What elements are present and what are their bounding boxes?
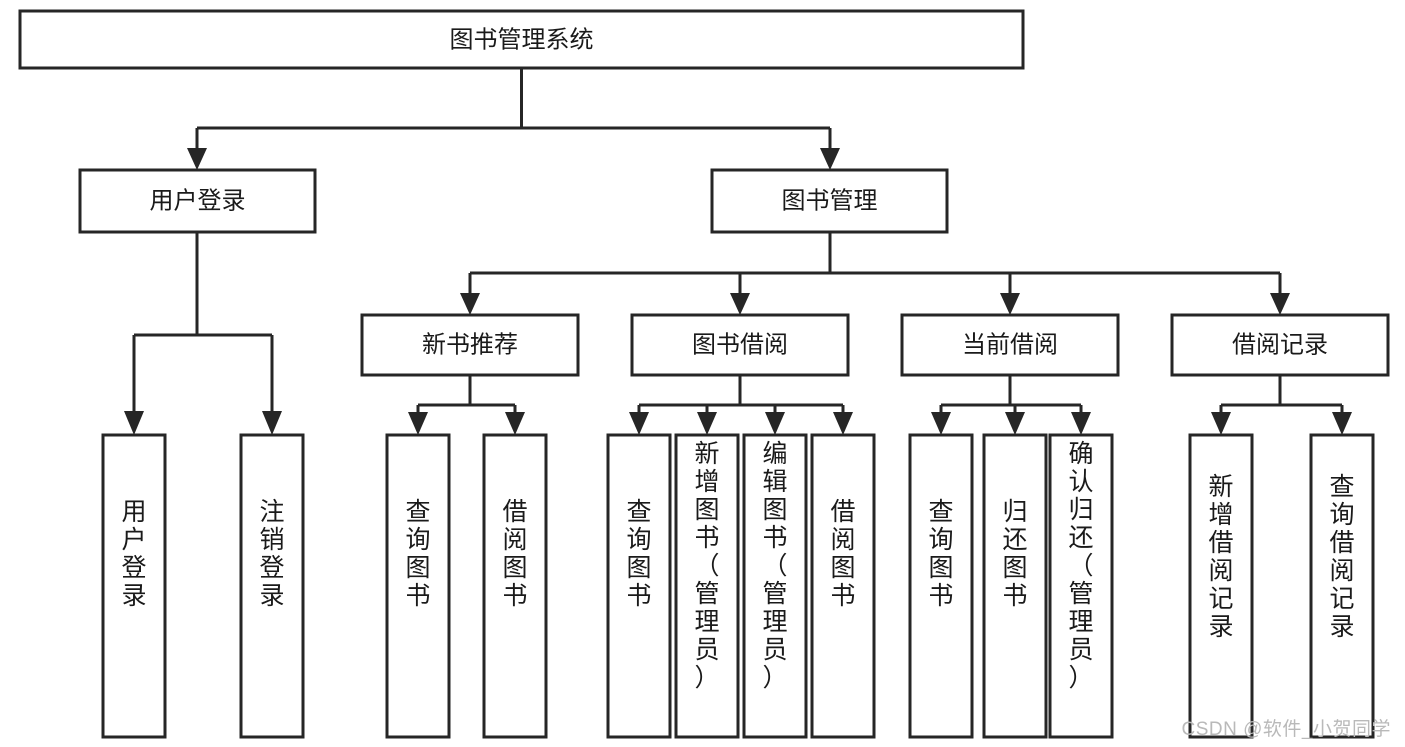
node-leaf-return-book[interactable]: 归还图书 xyxy=(982,433,1048,739)
node-book-manage-label: 图书管理 xyxy=(782,187,878,214)
node-book-borrow-box[interactable] xyxy=(630,313,850,377)
arrowhead-leaf-query-book-recommend xyxy=(408,412,428,435)
arrowhead-user-login xyxy=(187,148,207,170)
node-leaf-confirm-return-admin-box[interactable] xyxy=(1048,433,1114,739)
node-leaf-query-book-borrow-label: 查询图书 xyxy=(626,498,651,610)
node-leaf-user-login[interactable]: 用户登录 xyxy=(101,433,167,739)
arrowhead-book-borrow xyxy=(730,293,750,315)
node-leaf-query-book-recommend[interactable]: 查询图书 xyxy=(385,433,451,739)
arrowhead-leaf-borrow-book xyxy=(833,412,853,435)
node-leaf-edit-book-admin-box[interactable] xyxy=(742,433,808,739)
node-leaf-borrow-book[interactable]: 借阅图书 xyxy=(810,433,876,739)
arrowhead-current-borrow xyxy=(1000,293,1020,315)
arrowhead-leaf-query-book-borrow xyxy=(629,412,649,435)
node-leaf-borrow-book-label: 借阅图书 xyxy=(830,498,855,610)
node-new-book-recommend-label: 新书推荐 xyxy=(422,331,518,358)
arrowhead-leaf-logout-login xyxy=(262,411,282,435)
node-leaf-logout-login[interactable]: 注销登录 xyxy=(239,433,305,739)
node-borrow-record[interactable]: 借阅记录 xyxy=(1170,313,1390,377)
arrowhead-borrow-record xyxy=(1270,293,1290,315)
node-book-manage-box[interactable] xyxy=(710,168,949,234)
node-leaf-edit-book-admin[interactable]: 编辑图书（管理员） xyxy=(742,433,808,739)
arrowhead-leaf-return-book xyxy=(1005,412,1025,435)
arrowhead-leaf-query-borrow-record xyxy=(1332,412,1352,435)
node-borrow-record-label: 借阅记录 xyxy=(1232,331,1328,358)
node-book-borrow[interactable]: 图书借阅 xyxy=(630,313,850,377)
node-leaf-query-book-current-label: 查询图书 xyxy=(928,498,953,610)
node-leaf-user-login-label: 用户登录 xyxy=(121,498,146,610)
node-leaf-add-book-admin[interactable]: 新增图书（管理员） xyxy=(674,433,740,739)
node-user-login-label: 用户登录 xyxy=(150,187,246,214)
node-leaf-user-login-box[interactable] xyxy=(101,433,167,739)
arrowhead-leaf-add-borrow-record xyxy=(1211,412,1231,435)
node-leaf-borrow-book-recommend[interactable]: 借阅图书 xyxy=(482,433,548,739)
arrowhead-new-book-recommend xyxy=(460,293,480,315)
node-layer: 图书管理系统 用户登录 图书管理 新书推荐 图书借阅 xyxy=(18,9,1390,739)
node-leaf-edit-book-admin-label: 编辑图书（管理员） xyxy=(762,440,787,692)
node-leaf-query-borrow-record[interactable]: 查询借阅记录 xyxy=(1309,433,1375,739)
node-leaf-return-book-label: 归还图书 xyxy=(1002,498,1027,610)
node-leaf-query-borrow-record-label: 查询借阅记录 xyxy=(1329,473,1354,641)
csdn-watermark: CSDN @软件_小贺同学 xyxy=(1181,719,1391,740)
node-book-borrow-label: 图书借阅 xyxy=(692,331,788,358)
connector-layer xyxy=(124,68,1352,435)
node-root[interactable]: 图书管理系统 xyxy=(18,9,1025,70)
arrowhead-leaf-edit-book-admin xyxy=(765,412,785,435)
node-new-book-recommend-box[interactable] xyxy=(360,313,580,377)
node-borrow-record-box[interactable] xyxy=(1170,313,1390,377)
arrowhead-leaf-borrow-book-recommend xyxy=(505,412,525,435)
node-leaf-query-book-borrow-box[interactable] xyxy=(606,433,672,739)
node-leaf-add-borrow-record-label: 新增借阅记录 xyxy=(1208,473,1233,641)
node-leaf-add-book-admin-box[interactable] xyxy=(674,433,740,739)
arrowhead-leaf-confirm-return-admin xyxy=(1071,412,1091,435)
arrowhead-leaf-query-book-current xyxy=(931,412,951,435)
node-leaf-logout-login-box[interactable] xyxy=(239,433,305,739)
node-leaf-query-book-recommend-box[interactable] xyxy=(385,433,451,739)
node-current-borrow[interactable]: 当前借阅 xyxy=(900,313,1120,377)
node-book-manage[interactable]: 图书管理 xyxy=(710,168,949,234)
node-leaf-query-borrow-record-box[interactable] xyxy=(1309,433,1375,739)
node-leaf-borrow-book-recommend-label: 借阅图书 xyxy=(502,498,527,610)
arrowhead-leaf-user-login xyxy=(124,411,144,435)
node-leaf-query-book-borrow[interactable]: 查询图书 xyxy=(606,433,672,739)
node-current-borrow-label: 当前借阅 xyxy=(962,331,1058,358)
node-leaf-confirm-return-admin-label: 确认归还（管理员） xyxy=(1068,440,1093,692)
node-leaf-add-borrow-record[interactable]: 新增借阅记录 xyxy=(1188,433,1254,739)
node-root-label: 图书管理系统 xyxy=(450,26,594,53)
node-leaf-query-book-current-box[interactable] xyxy=(908,433,974,739)
node-leaf-add-book-admin-label: 新增图书（管理员） xyxy=(694,440,719,692)
node-new-book-recommend[interactable]: 新书推荐 xyxy=(360,313,580,377)
node-current-borrow-box[interactable] xyxy=(900,313,1120,377)
node-user-login-box[interactable] xyxy=(78,168,317,234)
node-leaf-query-book-current[interactable]: 查询图书 xyxy=(908,433,974,739)
node-leaf-borrow-book-recommend-box[interactable] xyxy=(482,433,548,739)
node-leaf-logout-login-label: 注销登录 xyxy=(259,498,284,610)
arrowhead-book-manage xyxy=(820,148,840,170)
arrowhead-leaf-add-book-admin xyxy=(697,412,717,435)
node-leaf-return-book-box[interactable] xyxy=(982,433,1048,739)
node-user-login[interactable]: 用户登录 xyxy=(78,168,317,234)
node-root-box[interactable] xyxy=(18,9,1025,70)
node-leaf-query-book-recommend-label: 查询图书 xyxy=(405,498,430,610)
node-leaf-add-borrow-record-box[interactable] xyxy=(1188,433,1254,739)
node-leaf-confirm-return-admin[interactable]: 确认归还（管理员） xyxy=(1048,433,1114,739)
node-leaf-borrow-book-box[interactable] xyxy=(810,433,876,739)
